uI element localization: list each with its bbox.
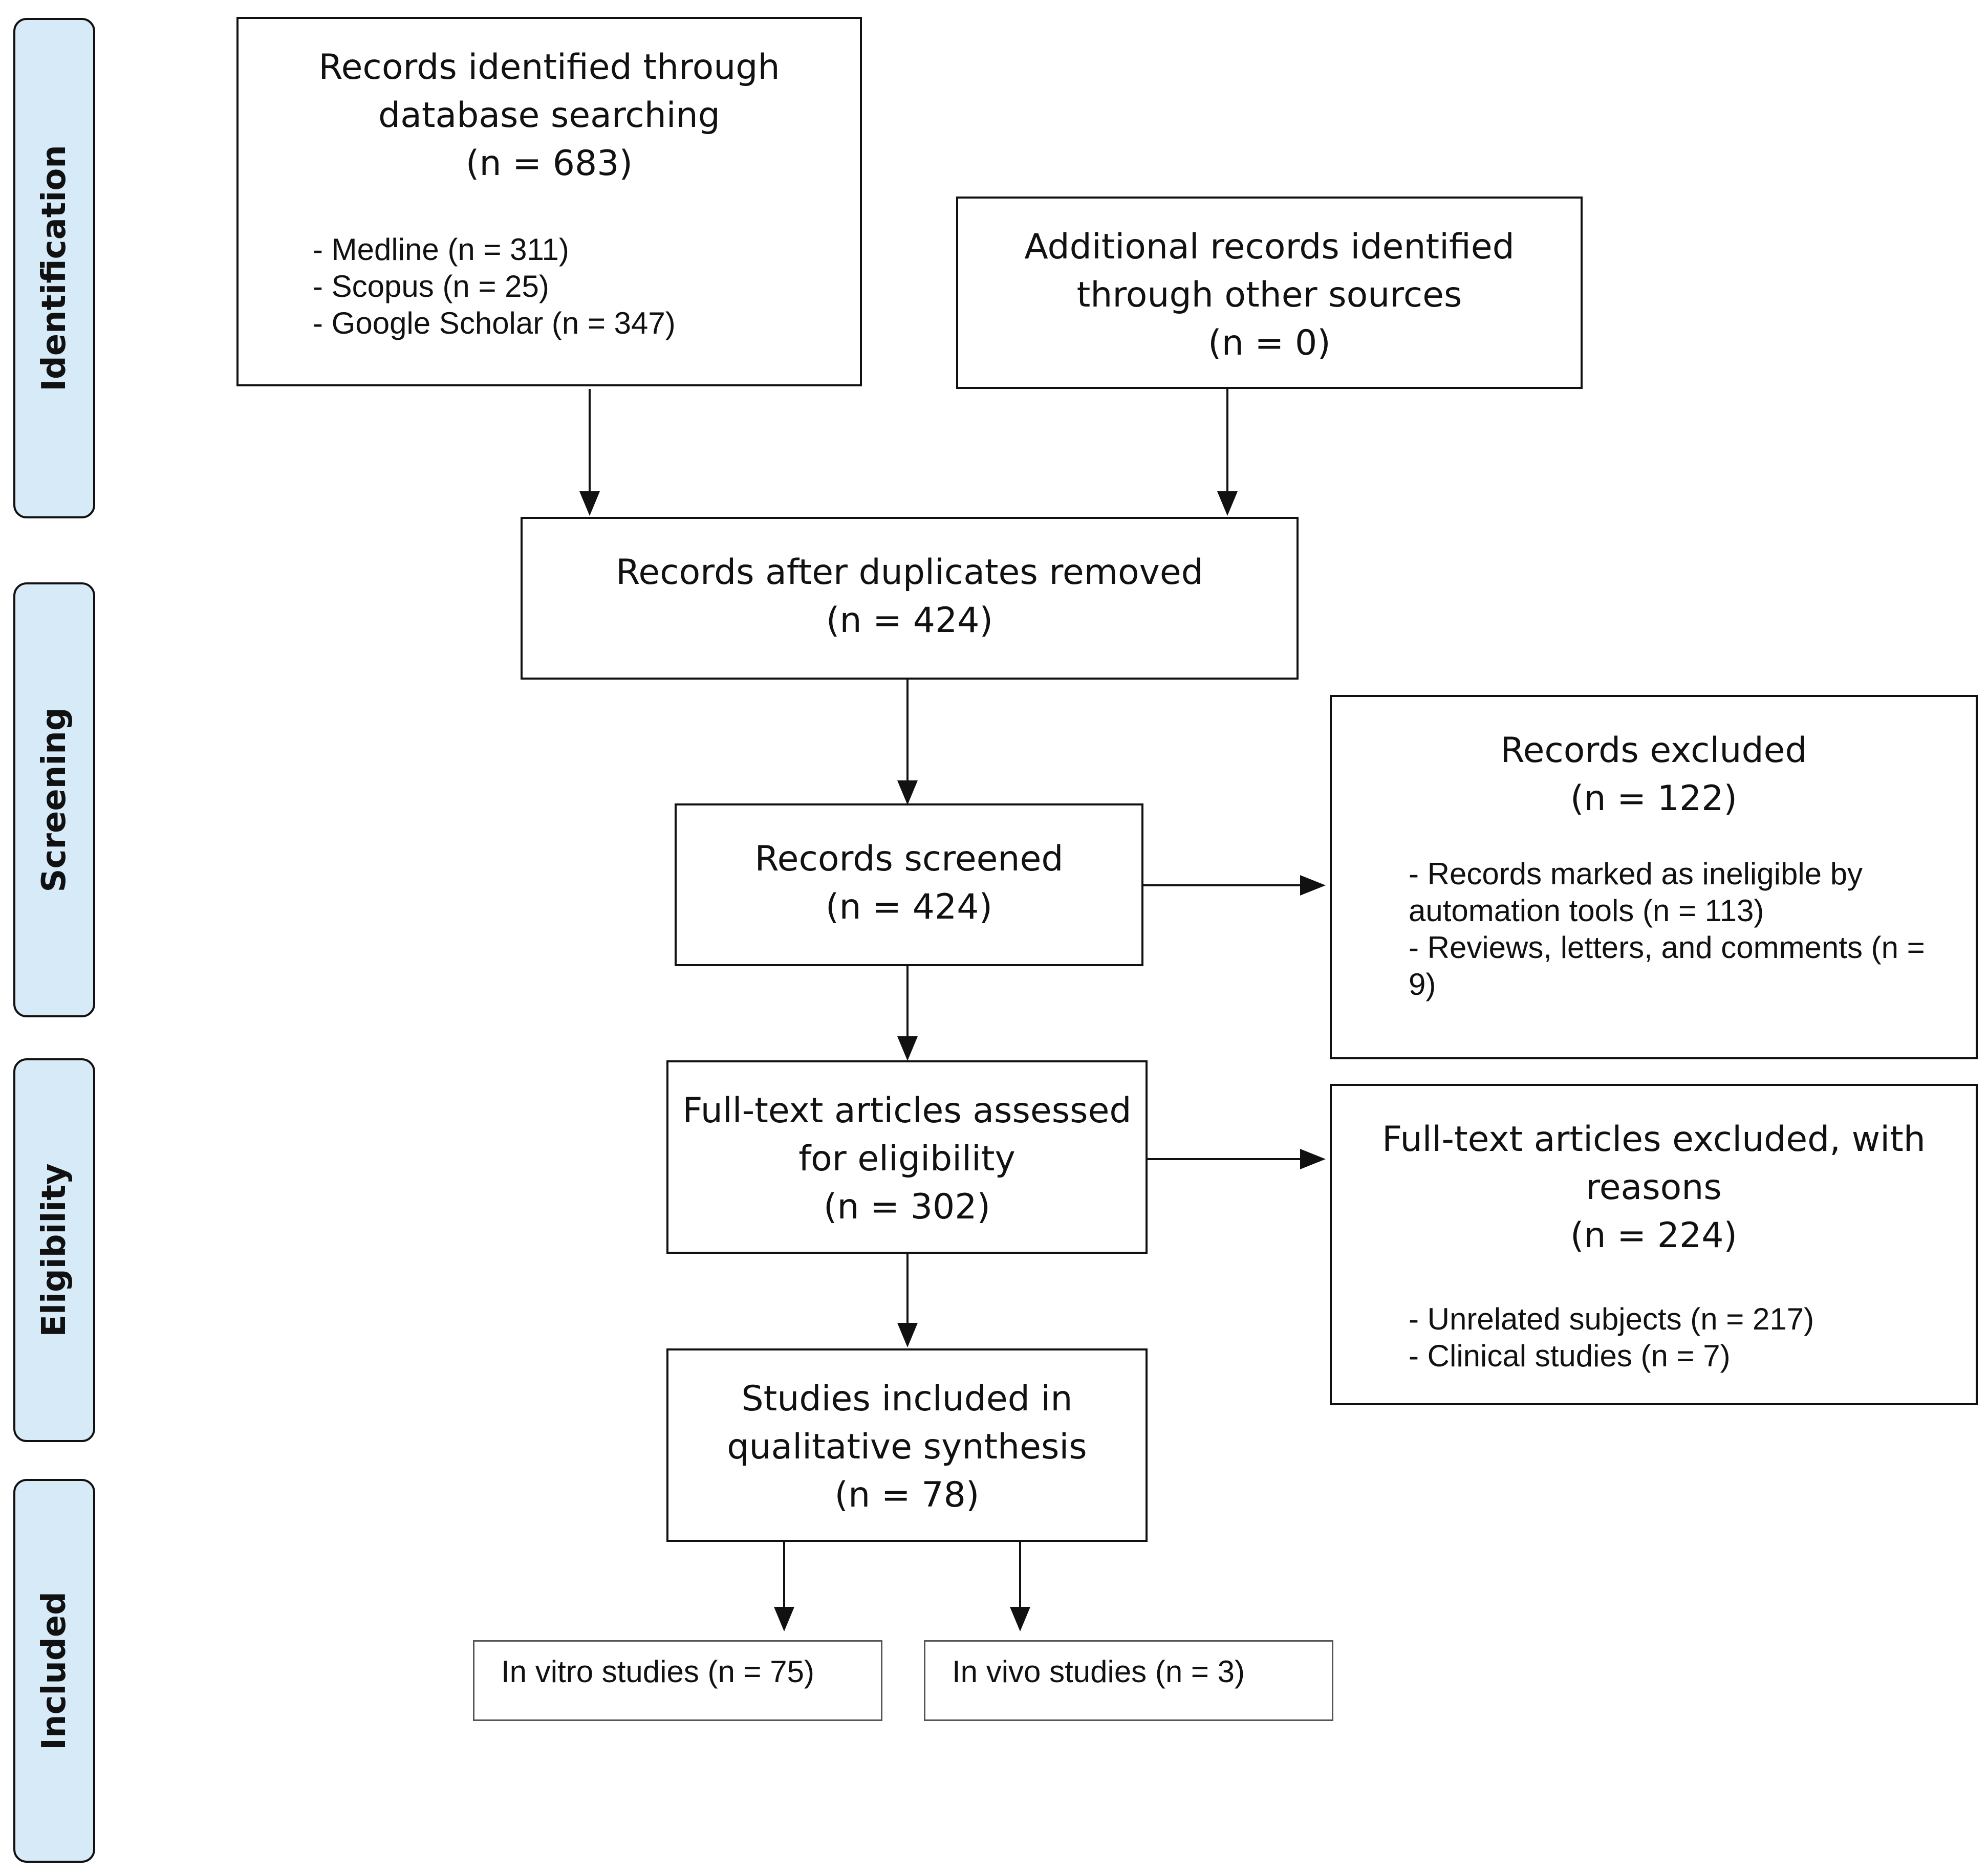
records-screened-box: Records screened (n = 424) [675,803,1143,966]
fulltext-excluded-count: (n = 224) [1570,1215,1738,1256]
list-item: Reviews, letters, and comments (n = 9) [1409,929,1955,1003]
arrowhead [774,1607,794,1631]
duplicates-removed-box: Records after duplicates removed (n = 42… [521,517,1299,680]
studies-included-title-1: Studies included in [741,1379,1073,1419]
duplicates-removed-count: (n = 424) [826,600,993,641]
arrowhead [897,1036,918,1061]
studies-included-box: Studies included in qualitative synthesi… [666,1348,1148,1542]
fulltext-excluded-box: Full-text articles excluded, with reason… [1330,1084,1978,1405]
arrowhead [897,1323,918,1347]
arrowhead [897,780,918,805]
arrowhead [1300,875,1326,896]
list-item: Scopus (n = 25) [313,268,860,305]
arrowhead [1217,491,1238,516]
fulltext-assessed-box: Full-text articles assessed for eligibil… [666,1060,1148,1254]
arrowhead [1010,1607,1030,1631]
fulltext-assessed-title-1: Full-text articles assessed [682,1091,1132,1131]
records-excluded-list: Records marked as ineligible by automati… [1409,856,1955,1003]
phase-screening: Screening [13,582,95,1017]
list-item: Google Scholar (n = 347) [313,305,860,342]
database-search-list: Medline (n = 311) Scopus (n = 25) Google… [313,231,860,342]
fulltext-excluded-list: Unrelated subjects (n = 217) Clinical st… [1409,1301,1976,1375]
phase-eligibility: Eligibility [13,1058,95,1442]
in-vitro-box: In vitro studies (n = 75) [473,1640,882,1721]
list-item: Unrelated subjects (n = 217) [1409,1301,1976,1338]
database-search-box: Records identified through database sear… [236,17,862,386]
in-vivo-box: In vivo studies (n = 3) [924,1640,1333,1721]
other-sources-title-2: through other sources [1076,275,1462,315]
records-excluded-box: Records excluded (n = 122) Records marke… [1330,695,1978,1059]
records-screened-count: (n = 424) [825,887,993,927]
studies-included-title-2: qualitative synthesis [727,1427,1087,1467]
fulltext-excluded-title-2: reasons [1586,1167,1722,1208]
fulltext-assessed-title-2: for eligibility [798,1139,1015,1179]
in-vitro-label: In vitro studies (n = 75) [501,1654,814,1689]
arrowhead [579,491,600,516]
arrowhead [1300,1149,1326,1169]
fulltext-excluded-title-1: Full-text articles excluded, with [1382,1119,1926,1160]
phase-included: Included [13,1479,95,1863]
database-search-title-2: database searching [378,95,720,136]
in-vivo-label: In vivo studies (n = 3) [952,1654,1245,1689]
studies-included-count: (n = 78) [834,1475,980,1515]
list-item: Clinical studies (n = 7) [1409,1338,1976,1375]
list-item: Medline (n = 311) [313,231,860,268]
other-sources-title-1: Additional records identified [1024,227,1515,267]
records-excluded-title: Records excluded [1500,730,1807,771]
list-item: Records marked as ineligible by automati… [1409,856,1955,929]
other-sources-count: (n = 0) [1208,323,1331,363]
records-screened-title: Records screened [754,839,1064,879]
phase-identification: Identification [13,18,95,518]
other-sources-box: Additional records identified through ot… [956,197,1583,389]
database-search-title-1: Records identified through [318,47,780,88]
records-excluded-count: (n = 122) [1570,778,1738,819]
database-search-count: (n = 683) [465,143,633,184]
duplicates-removed-title: Records after duplicates removed [616,552,1203,593]
fulltext-assessed-count: (n = 302) [823,1187,991,1227]
